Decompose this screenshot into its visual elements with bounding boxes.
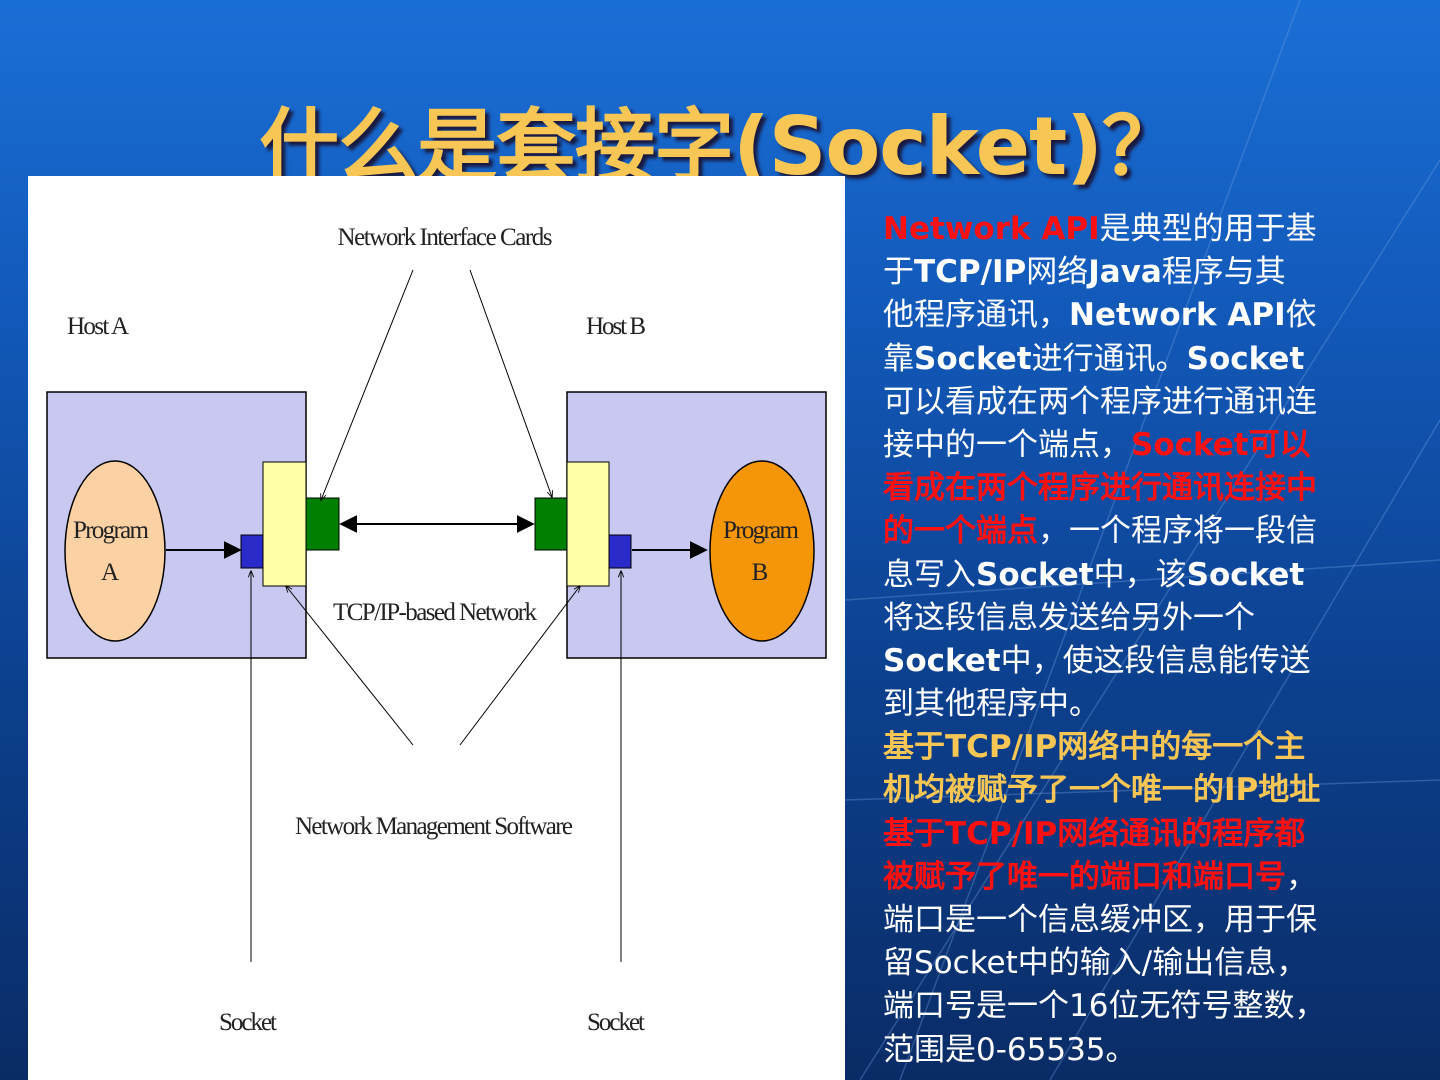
body-line: 端口是一个信息缓冲区，用于保: [883, 899, 1423, 942]
program-a-label-1: Program: [73, 517, 150, 544]
program-a-label-2: A: [101, 559, 119, 586]
text-segment: 依: [1285, 297, 1317, 334]
text-segment: 是典型的用于基: [1099, 211, 1317, 247]
stack-a: [262, 461, 307, 587]
text-segment: 基于TCP/IP网络通讯的程序都: [883, 815, 1306, 852]
body-text: Network API是典型的用于基于TCP/IP网络Java程序与其他程序通讯…: [883, 208, 1423, 1072]
body-line: 于TCP/IP网络Java程序与其: [883, 251, 1423, 294]
text-segment: 范围是0-65535。: [883, 1031, 1137, 1068]
body-line: 被赋予了唯一的端口和端口号，: [883, 856, 1423, 899]
nic-a: [305, 497, 340, 551]
body-line: 看成在两个程序进行通讯连接中: [883, 467, 1423, 510]
body-line: Network API是典型的用于基: [883, 208, 1423, 251]
host-a-label: Host A: [67, 313, 129, 340]
socket-diagram: Network Interface Cards Host A Host B Pr…: [28, 176, 845, 1080]
body-line: 到其他程序中。: [883, 683, 1423, 726]
text-segment: 留Socket中的输入/输出信息，: [883, 945, 1308, 982]
body-line: 接中的一个端点，Socket可以: [883, 424, 1423, 467]
text-segment: 中，使这段信息能传送: [1000, 642, 1311, 679]
socket-a-block: [240, 534, 264, 569]
text-segment: Socket: [976, 556, 1094, 593]
text-segment: Socket可以: [1131, 426, 1311, 463]
text-segment: 端口号是一个16位无符号整数，: [883, 988, 1326, 1025]
text-segment: ，: [1286, 858, 1317, 895]
body-line: 靠Socket进行通讯。Socket: [883, 338, 1423, 381]
text-segment: Network API: [883, 211, 1100, 247]
body-line: 他程序通讯，Network API依: [883, 294, 1423, 337]
text-segment: 进行通讯。: [1031, 340, 1187, 377]
program-b-label-1: Program: [723, 517, 800, 544]
text-segment: TCP/IP: [914, 254, 1027, 291]
text-segment: 被赋予了唯一的端口和端口号: [883, 858, 1286, 895]
body-line: 可以看成在两个程序进行通讯连: [883, 381, 1423, 424]
text-segment: Socket: [1186, 340, 1305, 377]
nic-b: [534, 497, 568, 551]
text-segment: ，一个程序将一段信: [1038, 513, 1317, 550]
text-segment: 将这段信息发送给另外一个: [883, 599, 1255, 636]
body-line: 基于TCP/IP网络通讯的程序都: [883, 813, 1423, 856]
text-segment: 端口是一个信息缓冲区，用于保: [883, 902, 1317, 938]
text-segment: 靠: [883, 340, 914, 377]
stack-b: [566, 461, 610, 587]
text-segment: 息写入: [883, 556, 976, 593]
body-line: 将这段信息发送给另外一个: [883, 597, 1423, 640]
body-line: 范围是0-65535。: [883, 1029, 1423, 1072]
text-segment: 机均被赋予了一个唯一的IP地址: [883, 772, 1321, 809]
network-label: TCP/IP-based Network: [333, 599, 538, 626]
text-segment: 看成在两个程序进行通讯连接中: [883, 470, 1317, 507]
body-line: 端口号是一个16位无符号整数，: [883, 985, 1423, 1028]
program-b-label-2: B: [752, 559, 769, 586]
text-segment: Java: [1088, 254, 1162, 291]
text-segment: 到其他程序中。: [883, 686, 1100, 723]
text-segment: 他程序通讯，: [883, 297, 1069, 334]
text-segment: Network API: [1069, 297, 1286, 334]
body-line: 机均被赋予了一个唯一的IP地址: [883, 769, 1423, 812]
body-line: 留Socket中的输入/输出信息，: [883, 942, 1423, 985]
program-a-node: [64, 460, 166, 642]
text-segment: 网络: [1026, 254, 1089, 291]
body-line: 的一个端点，一个程序将一段信: [883, 510, 1423, 553]
text-segment: 接中的一个端点，: [883, 426, 1131, 463]
text-segment: Socket: [914, 340, 1032, 377]
program-b-node: [709, 460, 815, 642]
body-line: 基于TCP/IP网络中的每一个主: [883, 726, 1423, 769]
nic-label: Network Interface Cards: [338, 224, 553, 251]
socket-a-label: Socket: [219, 1009, 277, 1036]
host-b-label: Host B: [586, 313, 646, 340]
text-segment: 可以看成在两个程序进行通讯连: [883, 383, 1317, 420]
nms-label: Network Management Software: [295, 813, 573, 840]
text-segment: Socket: [883, 642, 1001, 679]
text-segment: 的一个端点: [883, 513, 1038, 550]
text-segment: 程序与其: [1161, 254, 1286, 291]
body-line: Socket中，使这段信息能传送: [883, 640, 1423, 683]
socket-b-label: Socket: [587, 1009, 645, 1036]
text-segment: Socket: [1186, 556, 1305, 593]
text-segment: 于: [883, 254, 914, 291]
text-segment: 中，该: [1093, 556, 1187, 593]
socket-b-block: [608, 534, 632, 569]
text-segment: 基于TCP/IP网络中的每一个主: [883, 729, 1306, 766]
body-line: 息写入Socket中，该Socket: [883, 554, 1423, 597]
